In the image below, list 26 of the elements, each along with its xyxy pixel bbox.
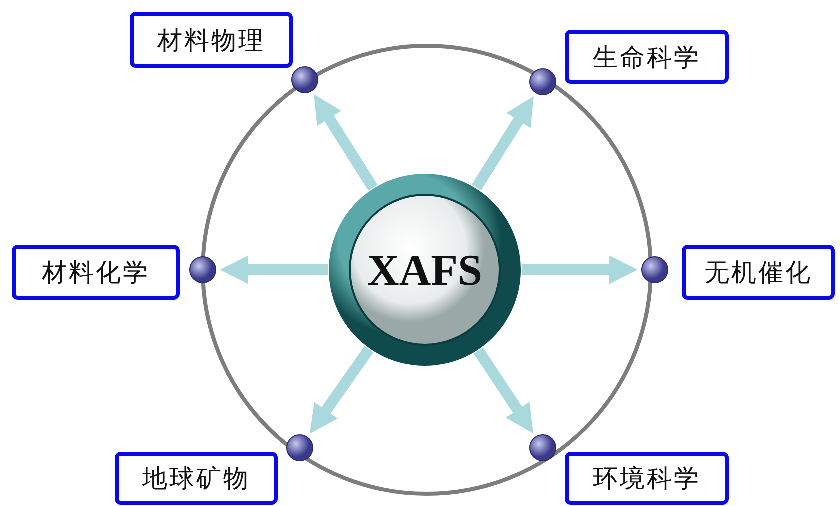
node-dot (641, 256, 669, 284)
field-label: 生命科学 (593, 42, 701, 74)
label-box (12, 245, 180, 300)
label-box (115, 452, 278, 505)
hub-label: XAFS (368, 244, 482, 296)
field-label: 地球矿物 (142, 463, 250, 495)
label-box (565, 452, 729, 505)
arrow (522, 256, 638, 284)
arrow (472, 96, 534, 191)
label-box (130, 12, 293, 68)
arrow (220, 256, 328, 284)
node-dot (189, 256, 217, 284)
arrow (310, 346, 374, 434)
label-box (565, 30, 729, 84)
arrow (474, 348, 534, 434)
field-label: 无机催化 (704, 257, 812, 289)
node-dot (529, 68, 557, 96)
node-dot (291, 66, 319, 94)
node-dot (286, 434, 314, 462)
field-label: 材料物理 (158, 24, 266, 56)
field-label: 环境科学 (593, 463, 701, 495)
arrow (314, 94, 378, 191)
hub-circle (328, 173, 522, 367)
field-label: 材料化学 (42, 257, 150, 289)
label-box (682, 245, 835, 300)
node-dot (529, 434, 557, 462)
